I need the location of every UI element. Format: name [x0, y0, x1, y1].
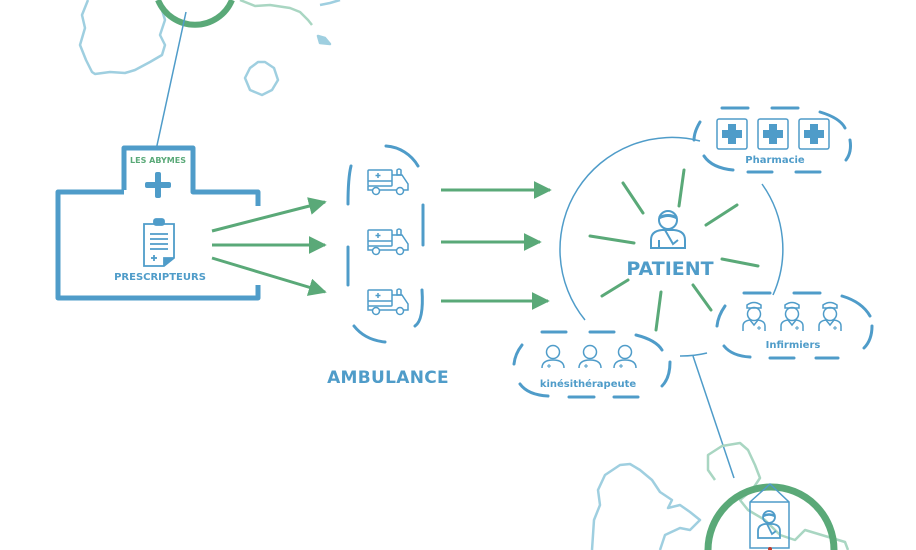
patient-care-circle [559, 136, 784, 357]
prescribers-label: PRESCRIPTEURS [114, 272, 206, 283]
patient-rays [588, 168, 760, 332]
physio-group-outline [512, 330, 672, 399]
pharmacy-cross-icon [716, 118, 748, 150]
ambulance-label: AMBULANCE [327, 368, 449, 388]
ambulance-icon [367, 228, 409, 256]
physiotherapist-icon [578, 344, 602, 369]
nurse-icon [818, 301, 842, 331]
ambulance-icon [367, 168, 409, 196]
location-marker-dot [768, 547, 772, 550]
connector-line-bottom [692, 355, 735, 479]
nurse-icon [780, 301, 804, 331]
hospital-outline [55, 145, 261, 301]
location-ring-top [155, 0, 235, 28]
ambulance-icon [367, 288, 409, 316]
physiotherapist-label: kinésithérapeute [539, 379, 637, 390]
home-patient-icon [749, 482, 790, 549]
ambulance-group-outline [346, 144, 425, 344]
map-outline-top [78, 0, 341, 97]
hospital-cross-icon [145, 172, 171, 198]
pharmacy-cross-icon [757, 118, 789, 150]
location-ring-bottom [704, 483, 838, 550]
prescription-clipboard-icon [143, 218, 175, 267]
arrow-to-ambulance-1 [211, 197, 327, 233]
pharmacy-group-outline [692, 106, 852, 174]
nurses-group-outline [715, 291, 874, 360]
physiotherapist-icon [541, 344, 565, 369]
pharmacy-label: Pharmacie [745, 155, 805, 166]
arrows-to-patient [441, 181, 552, 310]
arrow-to-ambulance-3 [211, 256, 327, 296]
physiotherapist-icon [613, 344, 637, 369]
nurse-icon [742, 301, 766, 331]
connector-line-top [155, 11, 187, 151]
arrows-to-ambulance [211, 197, 327, 296]
patient-label: PATIENT [626, 258, 714, 280]
injured-patient-icon [650, 210, 686, 249]
location-label: LES ABYMES [130, 156, 186, 165]
nurses-label: Infirmiers [765, 340, 821, 351]
pharmacy-cross-icon [798, 118, 830, 150]
